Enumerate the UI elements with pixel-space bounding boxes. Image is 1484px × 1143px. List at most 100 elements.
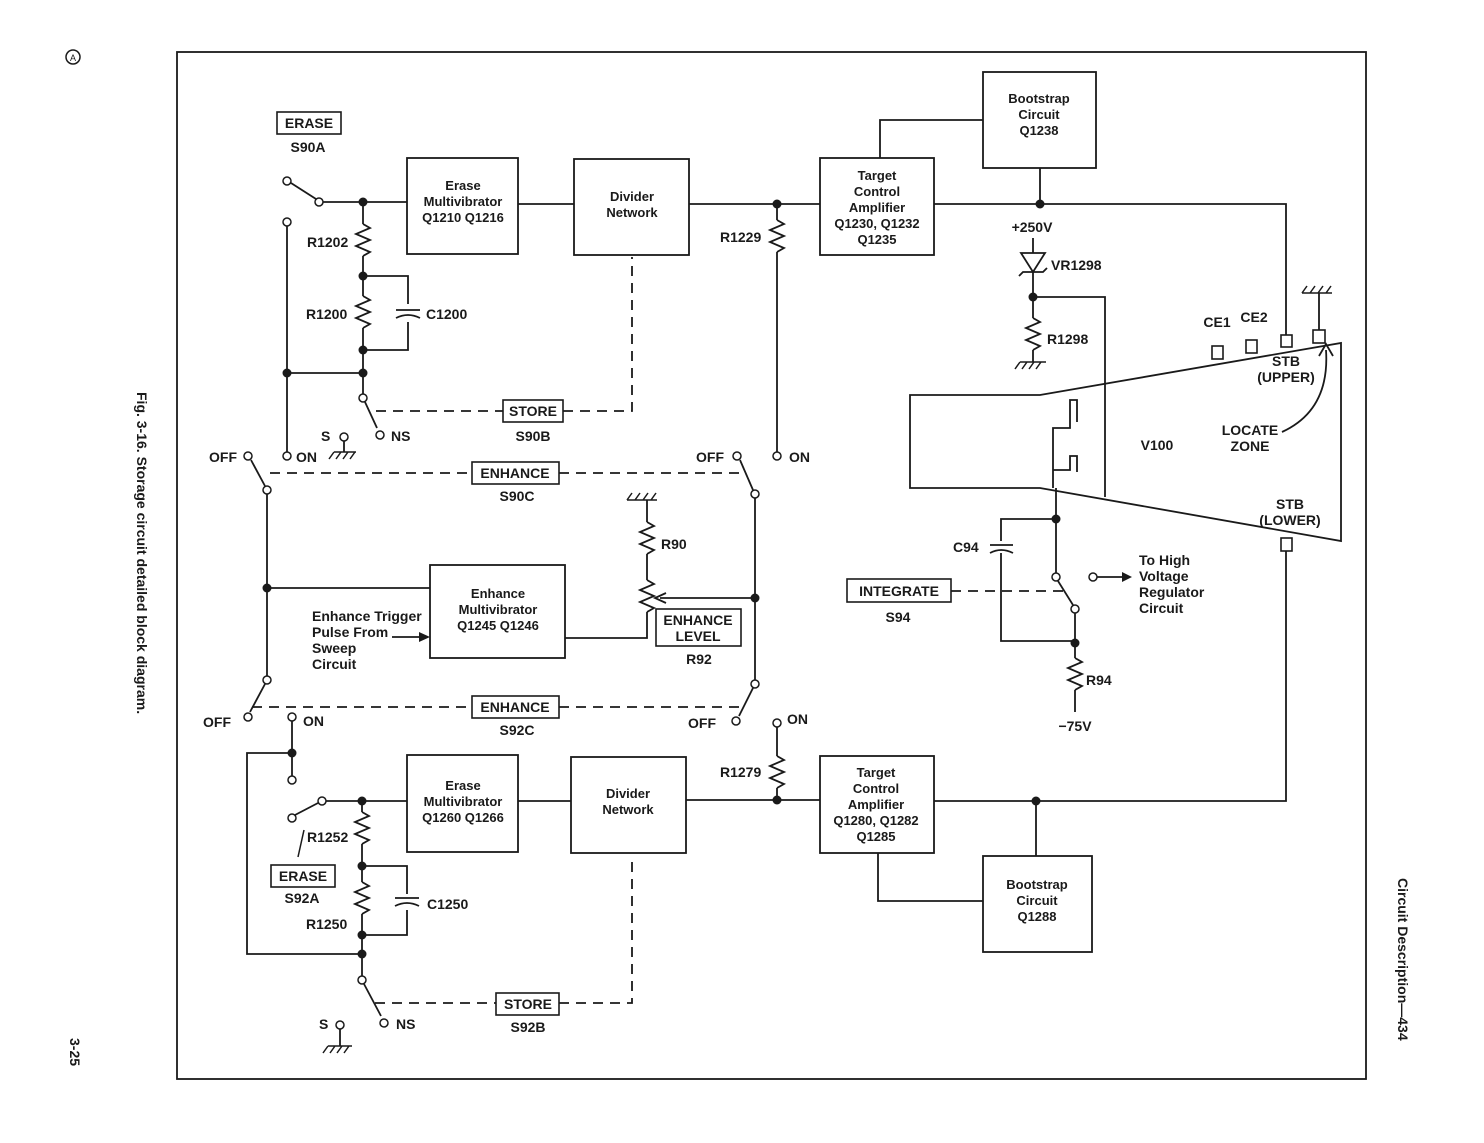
target-control-amplifier-lower — [819, 755, 935, 854]
bootstrap-upper-line2: Circuit — [1018, 107, 1060, 122]
node-lower-chain-bottom — [357, 949, 367, 959]
divider-lower-line2: Network — [602, 802, 654, 817]
stb-upper-line1: STB — [1272, 353, 1300, 369]
wire-lower-left-loop — [246, 721, 363, 955]
divider-upper-line1: Divider — [610, 189, 654, 204]
s92a-off-contact — [287, 775, 297, 785]
c1200-wire — [363, 275, 409, 351]
erase-mv-lower-line1: Erase — [445, 778, 480, 793]
on-label-4: ON — [787, 711, 808, 727]
s92c-off-contact-left — [243, 712, 253, 722]
c1250-plate-b — [394, 902, 420, 907]
locate-zone-line2: ZONE — [1231, 438, 1270, 454]
s94-contact — [1070, 604, 1080, 614]
locate-zone-arrow — [1281, 349, 1328, 433]
wire-target-stb-upper — [934, 203, 1287, 335]
r1279-label: R1279 — [720, 764, 761, 780]
r1202-resistor — [353, 223, 373, 257]
wire-target-bootstrap-upper — [879, 119, 983, 158]
target-lower-line2: Control — [853, 781, 899, 796]
s92c-blade-right — [738, 687, 754, 717]
store-link-upper-b — [563, 257, 633, 412]
enhance-level-line2: LEVEL — [675, 628, 721, 644]
c94-plate-b — [989, 549, 1014, 554]
bootstrap-circuit-upper — [982, 71, 1097, 169]
s90a-blade — [290, 182, 317, 200]
s90c-blade-right — [739, 459, 754, 491]
divider-lower-line1: Divider — [606, 786, 650, 801]
locate-zone-line1: LOCATE — [1222, 422, 1279, 438]
r90-label: R90 — [661, 536, 687, 552]
s92a-contact — [287, 813, 297, 823]
minus-75v-label: −75V — [1058, 718, 1092, 734]
r1200-label: R1200 — [306, 306, 347, 322]
to-hv-line4: Circuit — [1139, 600, 1184, 616]
erase-multivibrator-lower — [406, 754, 519, 853]
r90-resistor — [637, 521, 657, 555]
on-label-3: ON — [303, 713, 324, 729]
ce1-label: CE1 — [1203, 314, 1230, 330]
r1279-resistor — [767, 755, 787, 789]
store-link-lower-b — [559, 855, 633, 1004]
r1229-resistor — [767, 219, 787, 253]
bootstrap-upper-line3: Q1238 — [1019, 123, 1058, 138]
s90a-contact — [282, 176, 292, 186]
enhance-trigger-line3: Sweep — [312, 640, 356, 656]
s-label-lower: S — [319, 1016, 328, 1032]
ground-icon — [1014, 361, 1046, 370]
corner-mark-circle — [65, 49, 81, 65]
target-lower-line3: Amplifier — [848, 797, 904, 812]
r92-wiper-arrow — [652, 592, 667, 604]
wire-target-stb-lower — [934, 551, 1287, 802]
off-label-3: OFF — [203, 714, 231, 730]
bootstrap-lower-line3: Q1288 — [1017, 909, 1056, 924]
ce1-pin — [1211, 345, 1224, 360]
trigger-arrow-icon — [419, 632, 430, 642]
erase-mv-upper-line3: Q1210 Q1216 — [422, 210, 504, 225]
s92c-pivot-right — [750, 679, 760, 689]
diagram-frame — [176, 51, 1367, 1080]
c1250-label: C1250 — [427, 896, 468, 912]
erase-mv-lower-line3: Q1260 Q1266 — [422, 810, 504, 825]
plus-250v-label: +250V — [1012, 219, 1054, 235]
erase-mv-upper-line1: Erase — [445, 178, 480, 193]
store-switch-tag-lower — [495, 992, 560, 1016]
s92c-on-contact-left — [287, 712, 297, 722]
s92b-label: S92B — [510, 1019, 545, 1035]
bootstrap-circuit-lower — [982, 855, 1093, 953]
enhance-level-line1: ENHANCE — [663, 612, 732, 628]
erase-switch-tag-lower — [270, 864, 336, 888]
r1298-label: R1298 — [1047, 331, 1088, 347]
on-contact-upper-right — [772, 451, 782, 461]
s90c-off-contact-right — [732, 451, 742, 461]
enhance-mv-line1: Enhance — [471, 586, 525, 601]
on-label-2: ON — [789, 449, 810, 465]
v100-label: V100 — [1141, 437, 1174, 453]
locate-pin — [1312, 329, 1326, 344]
on-contact-lower-right — [772, 718, 782, 728]
stb-upper-line2: (UPPER) — [1257, 369, 1315, 385]
target-lower-line1: Target — [857, 765, 896, 780]
bootstrap-lower-line1: Bootstrap — [1006, 877, 1067, 892]
s92b-pivot — [357, 975, 367, 985]
off-label-4: OFF — [688, 715, 716, 731]
s90c-off-contact-left — [243, 451, 253, 461]
s92c-off-contact-right — [731, 716, 741, 726]
r92-label: R92 — [686, 651, 712, 667]
target-control-amplifier-upper — [819, 157, 935, 256]
enhance-label-upper: ENHANCE — [480, 465, 549, 481]
ground-icon — [1301, 285, 1332, 294]
s90c-blade-left — [250, 459, 266, 487]
enhance-label-lower: ENHANCE — [480, 699, 549, 715]
r1200-resistor — [353, 295, 373, 329]
enhance-trigger-line4: Circuit — [312, 656, 357, 672]
stb-lower-line1: STB — [1276, 496, 1304, 512]
target-lower-line5: Q1285 — [856, 829, 895, 844]
v100-gun-electrode-2 — [1053, 455, 1078, 472]
ground-icon — [626, 492, 657, 501]
s-label-upper: S — [321, 428, 330, 444]
figure-caption: Fig. 3-16. Storage circuit detailed bloc… — [134, 392, 150, 714]
enhance-mv-line3: Q1245 Q1246 — [457, 618, 539, 633]
ground-icon — [328, 451, 356, 460]
